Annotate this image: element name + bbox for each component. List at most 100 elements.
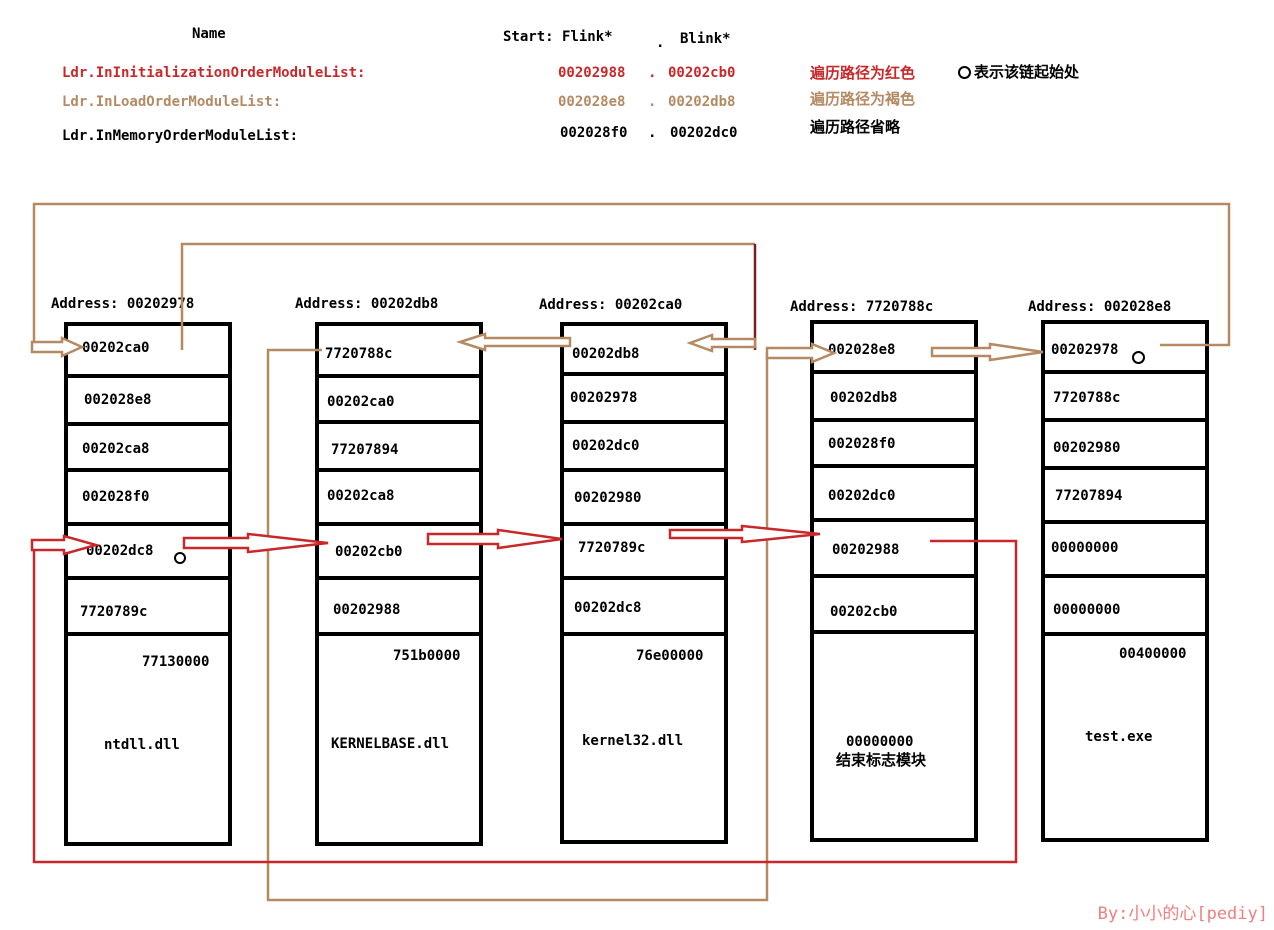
entry-value: 00000000 (1051, 540, 1119, 556)
entry-value: 7720788c (325, 346, 393, 362)
legend-circle-text: 表示该链起始处 (974, 63, 1080, 81)
load-order-arrow (930, 342, 1044, 362)
entry-value: 7720789c (578, 540, 646, 556)
init-order-sep: . (648, 65, 657, 81)
module-box-test-exe: 00202978 7720788c 00202980 77207894 0000… (1041, 320, 1209, 842)
entry-row: 00202cb0 (319, 526, 479, 580)
entry-value: 00202cb0 (335, 544, 403, 560)
module-name: KERNELBASE.dll (331, 736, 450, 752)
entry-value: 002028e8 (828, 342, 896, 358)
entry-row: 00202988 (814, 522, 974, 578)
entry-row: 77207894 (1045, 470, 1205, 524)
entry-value: 7720788c (1053, 390, 1121, 406)
entry-value: 00202ca0 (82, 340, 150, 356)
entry-value: 00202dc8 (574, 600, 642, 616)
module-box-kernelbase: 7720788c 00202ca0 77207894 00202ca8 0020… (315, 322, 483, 846)
entry-row: 002028e8 (814, 324, 974, 374)
module-address: Address: 7720788c (790, 299, 934, 315)
memory-order-sep: . (648, 125, 657, 141)
entry-row: 00202978 (564, 376, 724, 424)
module-base: 76e00000 (636, 648, 704, 664)
entry-value: 7720789c (80, 604, 148, 620)
blink-label: Blink* (680, 31, 731, 47)
module-base: 77130000 (142, 654, 210, 670)
list-name-init-order: Ldr.InInitializationOrderModuleList: (62, 65, 366, 81)
load-order-top-line (180, 242, 755, 350)
author-signature: By:小小的心[pediy] (1097, 904, 1268, 924)
memory-order-blink: 00202dc0 (670, 125, 738, 141)
entry-value: 002028e8 (84, 392, 152, 408)
column-name-label: Name (192, 26, 226, 42)
entry-row: 00202db8 (814, 374, 974, 422)
entry-value: 00202988 (333, 602, 401, 618)
module-name: test.exe (1085, 729, 1153, 745)
init-order-arrow (30, 534, 101, 556)
entry-row: 00000000 (1045, 524, 1205, 578)
entry-value: 002028f0 (828, 436, 896, 452)
start-circle-icon (1132, 351, 1145, 364)
entry-row: 00202cb0 (814, 578, 974, 634)
entry-value: 00202ca8 (327, 488, 395, 504)
entry-value: 00000000 (1053, 602, 1121, 618)
init-order-blink: 00202cb0 (668, 65, 736, 81)
entry-row: 002028e8 (68, 378, 228, 426)
load-order-bottom-line (266, 348, 769, 902)
entry-value: 77207894 (1055, 488, 1123, 504)
module-base: 00400000 (1119, 646, 1187, 662)
load-order-arrow (455, 332, 572, 352)
init-order-loop-line (32, 539, 1018, 864)
entry-value: 00202ca0 (327, 394, 395, 410)
memory-order-note: 遍历路径省略 (810, 118, 901, 136)
entry-value: 77207894 (331, 442, 399, 458)
module-subtitle: 结束标志模块 (836, 751, 927, 769)
entry-row: 7720789c (68, 580, 228, 636)
module-name: kernel32.dll (582, 733, 684, 749)
module-box-kernel32: 00202db8 00202978 00202dc0 00202980 7720… (560, 322, 728, 844)
load-order-flink: 002028e8 (558, 94, 626, 110)
init-order-arrow (182, 532, 329, 554)
entry-value: 00202ca8 (82, 441, 150, 457)
init-order-note: 遍历路径为红色 (810, 64, 916, 82)
init-order-arrow (668, 524, 821, 544)
entry-value: 00202978 (1051, 342, 1119, 358)
entry-row: 00202980 (1045, 422, 1205, 470)
entry-row: 7720788c (319, 326, 479, 378)
entry-row: 00202978 (1045, 324, 1205, 374)
init-order-arrow (426, 528, 563, 550)
entry-row: 00202ca8 (319, 472, 479, 526)
load-order-arrow (686, 333, 757, 353)
entry-row: 00202dc8 (68, 526, 228, 580)
init-order-flink: 00202988 (558, 65, 626, 81)
entry-row: 00202dc0 (564, 424, 724, 472)
entry-value: 00202980 (574, 490, 642, 506)
module-address: Address: 002028e8 (1028, 299, 1172, 315)
entry-value: 00202dc8 (86, 543, 154, 559)
entry-value: 00202dc0 (828, 488, 896, 504)
entry-value: 00202db8 (572, 346, 640, 362)
entry-row: 00202dc8 (564, 580, 724, 636)
start-circle-icon (174, 552, 186, 564)
start-flink-label: Start: Flink* (503, 29, 613, 45)
memory-order-flink: 002028f0 (560, 125, 628, 141)
load-order-arrow (765, 342, 838, 364)
module-name: ntdll.dll (104, 737, 180, 753)
load-order-sep: . (648, 94, 657, 110)
entry-value: 00202978 (570, 390, 638, 406)
list-name-load-order: Ldr.InLoadOrderModuleList: (62, 94, 282, 110)
entry-row: 00202ca8 (68, 426, 228, 472)
module-box-ntdll: 00202ca0 002028e8 00202ca8 002028f0 0020… (64, 322, 232, 846)
entry-value: 00202dc0 (572, 438, 640, 454)
entry-row: 002028f0 (68, 472, 228, 526)
entry-row: 00000000 (1045, 578, 1205, 636)
module-address: Address: 00202db8 (295, 296, 439, 312)
module-address: Address: 00202978 (51, 296, 195, 312)
entry-row: 00202dc0 (814, 468, 974, 522)
entry-row: 7720789c (564, 526, 724, 580)
module-address: Address: 00202ca0 (539, 297, 683, 313)
load-order-blink: 00202db8 (668, 94, 736, 110)
entry-row: 77207894 (319, 424, 479, 472)
load-order-arrow (30, 336, 86, 358)
entry-row: 00202ca0 (68, 326, 228, 378)
module-box-end-marker: 002028e8 00202db8 002028f0 00202dc0 0020… (810, 320, 978, 842)
